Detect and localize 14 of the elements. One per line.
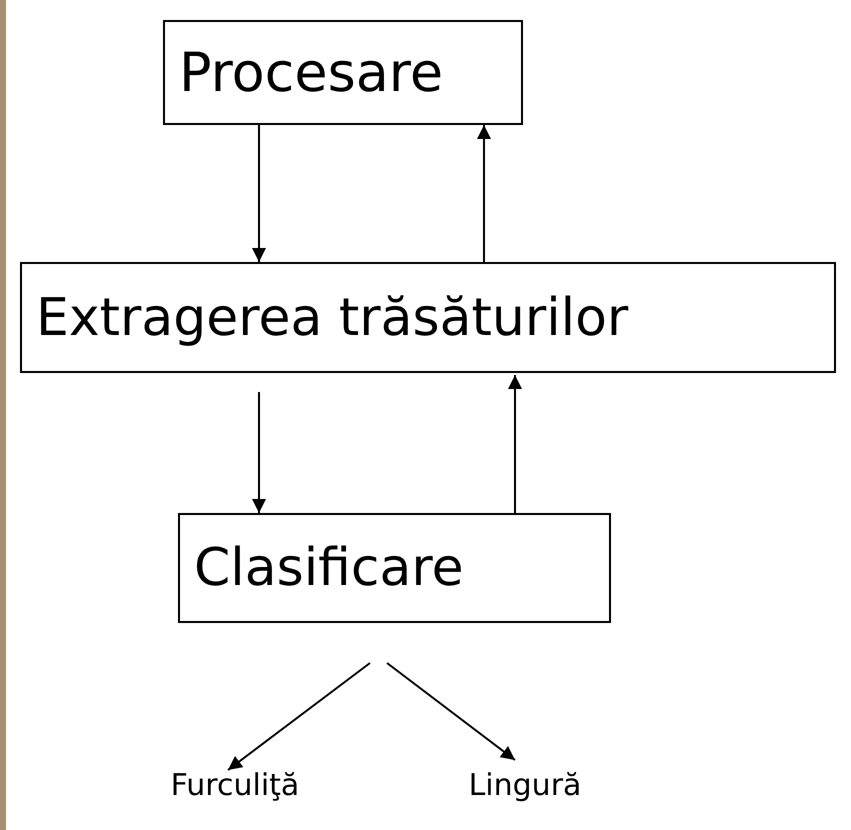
arrow — [252, 392, 266, 513]
process-box — [178, 513, 611, 623]
box-label: Extragerea trăsăturilor — [36, 288, 628, 348]
process-box — [20, 262, 836, 373]
output-label: Furculiţă — [170, 768, 300, 802]
process-box — [163, 20, 523, 125]
box-label: Clasificare — [194, 538, 464, 598]
arrow — [227, 662, 371, 771]
arrow — [477, 125, 491, 262]
arrow — [508, 375, 522, 513]
box-label: Procesare — [179, 41, 444, 104]
arrow — [252, 125, 266, 262]
output-label: Lingură — [468, 768, 582, 802]
arrow — [386, 662, 516, 761]
